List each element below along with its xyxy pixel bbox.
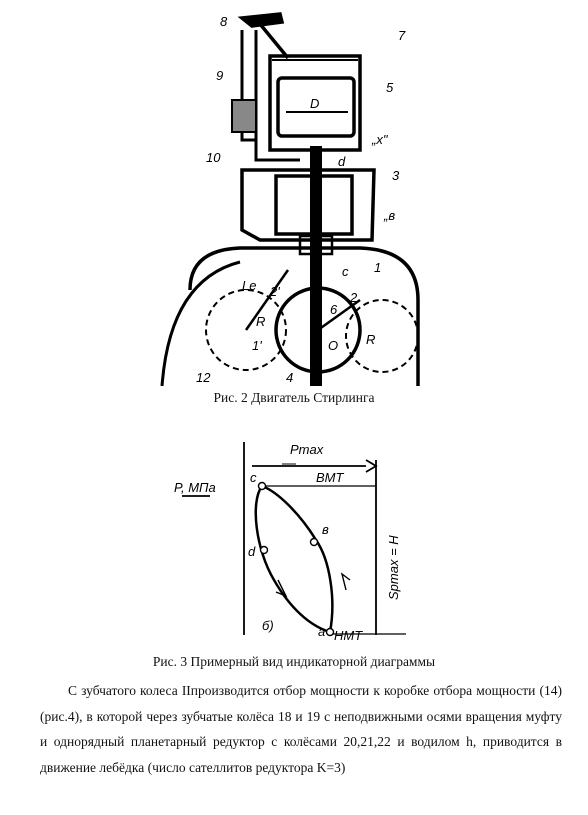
label-6: 6 xyxy=(330,302,338,317)
label-bmt: ВМТ xyxy=(316,470,345,485)
label-d2: d xyxy=(248,544,256,559)
label-1p: 1' xyxy=(252,338,262,353)
label-5: 5 xyxy=(386,80,394,95)
label-s: Spmax = H xyxy=(386,535,401,600)
label-8: 8 xyxy=(220,14,228,29)
upper-cylinder xyxy=(268,54,362,152)
label-12: 12 xyxy=(196,370,211,385)
lower-body xyxy=(240,168,376,242)
label-2: 2 xyxy=(349,290,358,305)
crankcase xyxy=(188,246,420,386)
label-b: „в xyxy=(383,208,395,223)
regenerator xyxy=(231,99,257,133)
label-d: d xyxy=(338,154,346,169)
label-nmt: НМТ xyxy=(334,628,363,643)
label-c2: c xyxy=(250,470,257,485)
label-1: 1 xyxy=(374,260,381,275)
label-O: O xyxy=(328,338,338,353)
point-b xyxy=(309,537,319,547)
label-2p: 2' xyxy=(269,284,280,299)
label-D: D xyxy=(310,96,319,111)
indicator-diagram: Pmax c ВМТ P, МПа d в б) a НМТ Spmax = H xyxy=(174,442,406,643)
piston-rod xyxy=(310,146,322,386)
label-b2: в xyxy=(322,522,329,537)
label-pmax: Pmax xyxy=(290,442,324,457)
figure1-caption: Рис. 2 Двигатель Стирлинга xyxy=(213,390,375,405)
point-c xyxy=(257,481,267,491)
label-R-right: R xyxy=(366,332,375,347)
handle xyxy=(237,12,285,28)
label-7: 7 xyxy=(398,28,406,43)
label-delta: б) xyxy=(262,618,274,633)
indicator-loop xyxy=(254,484,334,634)
point-d xyxy=(259,545,269,555)
label-a: a xyxy=(318,624,325,639)
label-9: 9 xyxy=(216,68,223,83)
stirling-engine-figure: 8 7 9 D 5 „x" d 10 3 „в c 1 2 O 6 R 2' L… xyxy=(160,12,420,386)
label-c: c xyxy=(342,264,349,279)
label-4: 4 xyxy=(286,370,293,385)
pipe-top xyxy=(258,22,290,60)
label-10: 10 xyxy=(206,150,221,165)
body-paragraph: С зубчатого колеса IIпроизводится отбор … xyxy=(40,678,562,780)
label-R: R xyxy=(256,314,265,329)
figure2-caption: Рис. 3 Примерный вид индикаторной диагра… xyxy=(152,654,436,669)
label-p-axis: P, МПа xyxy=(174,480,216,495)
paragraph-text: С зубчатого колеса IIпроизводится отбор … xyxy=(40,683,562,775)
displacer-piston xyxy=(276,76,356,138)
point-a xyxy=(325,627,335,637)
label-3: 3 xyxy=(392,168,400,183)
label-Le: Le xyxy=(242,278,256,293)
label-x: „x" xyxy=(371,132,389,147)
